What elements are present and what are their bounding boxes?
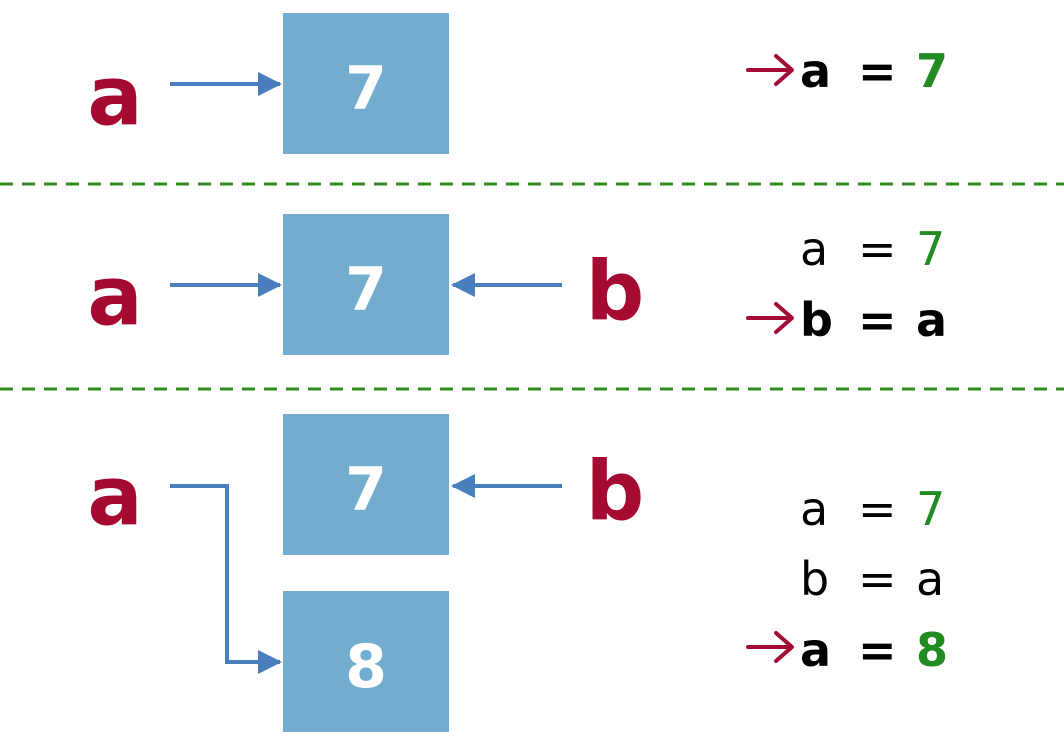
value-box-text: 8 (345, 632, 387, 702)
code-value: a (916, 293, 947, 347)
code-value: 7 (916, 222, 945, 276)
code-variable: a (800, 482, 828, 536)
code-operator: = (858, 552, 897, 606)
svg-text:b = a: b = a (800, 552, 944, 606)
variable-label-a: a (87, 250, 142, 345)
value-box-text: 7 (345, 255, 387, 325)
code-value: 7 (916, 44, 948, 98)
pointer-arrow-a (170, 484, 282, 674)
value-box (283, 414, 449, 555)
variable-label-a: a (87, 450, 142, 545)
svg-text:a = 7: a = 7 (800, 44, 948, 98)
panel-2: a 7 b a = 7 b = a (87, 214, 947, 355)
code-variable: a (800, 44, 831, 98)
variable-label-a: a (87, 50, 142, 145)
code-value: 7 (916, 482, 945, 536)
svg-text:a = 8: a = 8 (800, 623, 948, 677)
code-line: a = 7 (800, 482, 945, 536)
panel-3: a 7 8 b a = 7 b = a a = 8 (87, 414, 948, 732)
code-line: b = a (800, 552, 944, 606)
value-box-text: 7 (345, 54, 387, 124)
code-line: a = 7 (800, 222, 945, 276)
code-operator: = (858, 44, 897, 98)
variable-label-b: b (586, 445, 645, 540)
current-line-arrow-icon (746, 54, 794, 86)
value-box (283, 591, 449, 732)
code-operator: = (858, 482, 897, 536)
code-operator: = (858, 623, 897, 677)
code-operator: = (858, 293, 897, 347)
current-line-arrow-icon (746, 631, 794, 663)
code-variable: a (800, 623, 831, 677)
code-value: a (916, 552, 944, 606)
code-line: a = 8 (746, 623, 948, 677)
value-box (283, 214, 449, 355)
variable-label-b: b (586, 245, 645, 340)
code-operator: = (858, 222, 897, 276)
code-line: b = a (746, 293, 947, 347)
panel-1: a 7 a = 7 (87, 13, 948, 154)
code-variable: a (800, 222, 828, 276)
svg-text:b = a: b = a (800, 293, 947, 347)
svg-text:a = 7: a = 7 (800, 482, 945, 536)
current-line-arrow-icon (746, 302, 794, 334)
code-variable: b (800, 293, 833, 347)
value-box-text: 7 (345, 455, 387, 525)
code-value: 8 (916, 623, 948, 677)
value-box (283, 13, 449, 154)
code-variable: b (800, 552, 829, 606)
code-line: a = 7 (746, 44, 948, 98)
svg-text:a = 7: a = 7 (800, 222, 945, 276)
